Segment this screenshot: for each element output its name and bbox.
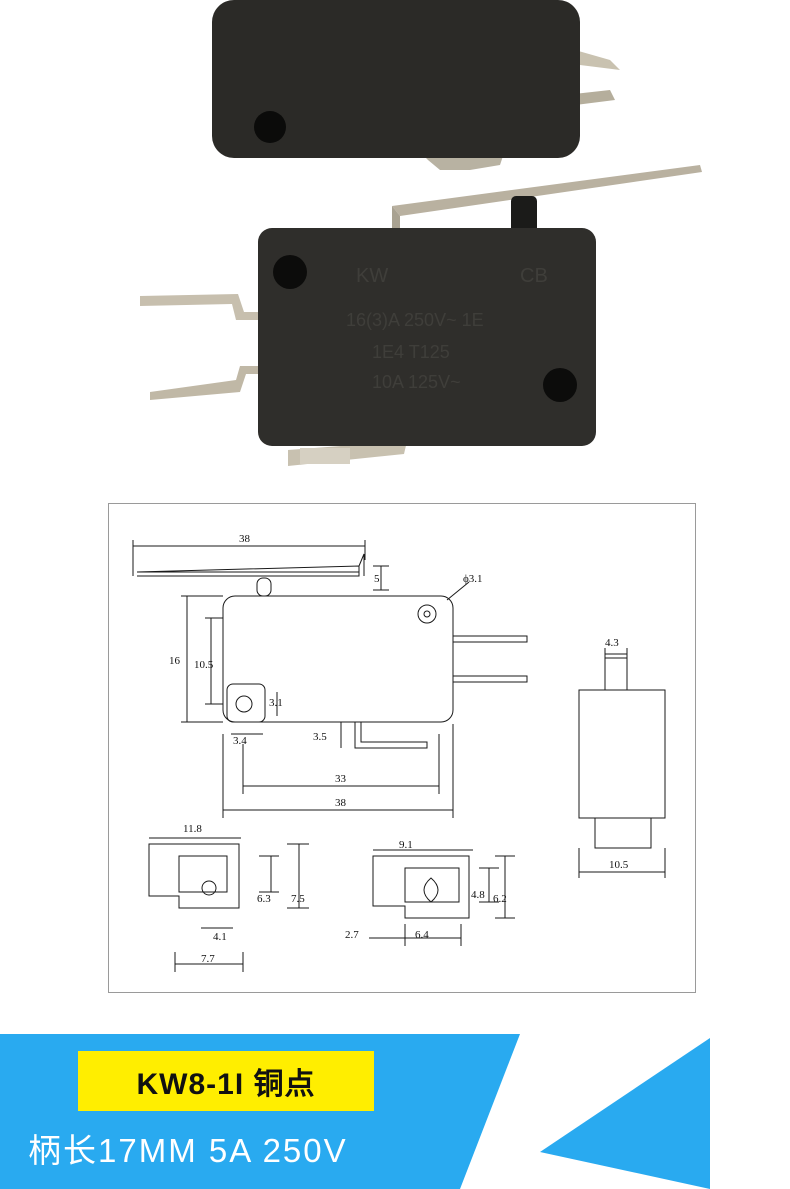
dim-hole-spacing-h: 33 <box>335 773 347 785</box>
dim-terminal-a-tab: 7.7 <box>201 953 215 965</box>
dim-hole-offset: 3.4 <box>233 735 247 747</box>
dim-side-body-width: 10.5 <box>609 859 629 871</box>
dim-terminal-b-tab: 6.4 <box>415 929 429 941</box>
dim-terminal-b-length: 9.1 <box>399 839 413 851</box>
terminal-b-view <box>369 849 515 946</box>
main-view <box>132 540 528 818</box>
dimension-drawing: 38 5 ϕ3.1 16 10.5 3.1 3.4 3.5 33 38 4.3 … <box>108 503 696 993</box>
dim-mount-hole-dia: ϕ3.1 <box>463 573 483 585</box>
terminal-a-view <box>148 837 309 972</box>
dim-terminal-a-outer: 7.5 <box>291 893 305 905</box>
dim-terminal-offset: 3.5 <box>313 731 327 743</box>
dim-terminal-b-hole: 4.8 <box>471 889 485 901</box>
switch-rating-2: 1E4 T125 <box>372 342 450 362</box>
spec-label: 柄长17MM 5A 250V <box>28 1132 348 1169</box>
dim-terminal-b-offset: 2.7 <box>345 929 359 941</box>
dim-body-length: 38 <box>335 797 347 809</box>
model-label: KW8-1I 铜点 <box>78 1051 374 1111</box>
dim-plunger-width: 4.3 <box>605 637 619 649</box>
dim-hole-size: 3.1 <box>269 697 283 709</box>
dim-terminal-a-hole: 4.1 <box>213 931 227 943</box>
product-photo: KW CB 16(3)A 250V~ 1E 1E4 T125 10A 125V~ <box>0 0 790 500</box>
switch-rating-3: 10A 125V~ <box>372 372 461 392</box>
dim-lever-height: 5 <box>374 573 380 585</box>
dim-hole-spacing-v: 10.5 <box>194 659 214 671</box>
dim-body-height: 16 <box>169 655 181 667</box>
switch-cert-text: CB <box>520 265 548 287</box>
switch-brand-text: KW <box>356 265 388 287</box>
upper-switch-image <box>212 0 620 170</box>
side-view <box>578 648 666 878</box>
lower-switch-image: KW CB 16(3)A 250V~ 1E 1E4 T125 10A 125V~ <box>140 165 702 466</box>
dim-terminal-a-length: 11.8 <box>183 823 202 835</box>
dim-overall-length-top: 38 <box>239 533 251 545</box>
dim-terminal-a-inner: 6.3 <box>257 893 271 905</box>
dim-terminal-b-height: 6.2 <box>493 893 507 905</box>
switch-rating-1: 16(3)A 250V~ 1E <box>346 310 484 330</box>
banner-arrow-shape <box>540 1038 710 1189</box>
